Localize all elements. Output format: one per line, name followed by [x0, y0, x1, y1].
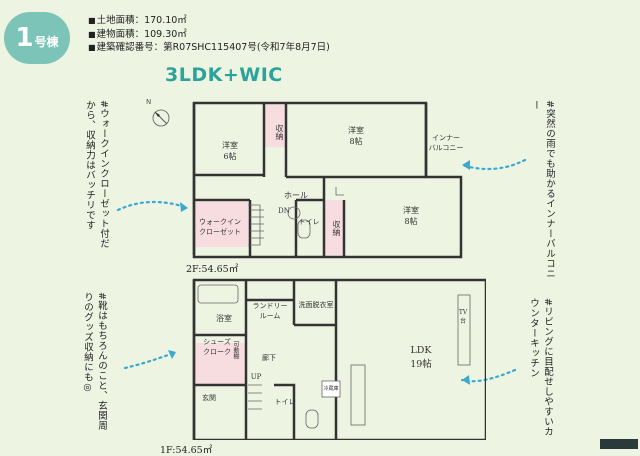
watermark-logo: [600, 439, 638, 449]
room-wic: ウォークイン クローゼット: [199, 218, 241, 236]
room-entrance: 玄関: [202, 394, 216, 402]
room-western-8-top: 洋室 8帖: [348, 126, 364, 146]
floor2-label: 2F:54.65㎡: [186, 264, 239, 275]
spec-list: 土地面積：170.10㎡ 建物面積：109.30㎡ 建築確認番号：第R07SHC…: [88, 14, 330, 55]
room-storage-b: 収納: [332, 220, 341, 236]
room-toilet-2f: トイレ: [298, 218, 320, 226]
arrow-to-shoe-closet: [123, 350, 178, 370]
note-shoe-closet: #靴はもちろんのこと、玄関周りのグッズ収納にも◎: [82, 292, 107, 431]
room-storage-a: 収納: [275, 124, 284, 140]
plan-title: 3LDK+WIC: [165, 64, 283, 86]
spec-confirmation-no: 建築確認番号：第R07SHC115407号(令和7年8月7日): [88, 41, 330, 55]
room-ldk: LDK 19帖: [410, 345, 432, 370]
badge-unit: 号棟: [34, 34, 59, 49]
floor1-label: 1F:54.65㎡: [160, 445, 213, 456]
fridge-label: 冷蔵庫: [323, 386, 339, 392]
spec-land-area: 土地面積：170.10㎡: [88, 14, 330, 28]
arrow-to-wic: [116, 200, 190, 212]
tv-stand: TV 台: [458, 309, 468, 325]
note-counter-kitchen: #リビングに目配せしやすいカウンターキッチン: [528, 298, 553, 437]
arrow-to-kitchen: [460, 368, 517, 383]
badge-number: 1: [15, 23, 34, 53]
room-western-8-right: 洋室 8帖: [403, 206, 419, 226]
room-inner-balcony: インナー バルコニー: [428, 134, 464, 152]
arrow-to-balcony: [460, 158, 527, 171]
room-hall: ホール: [284, 191, 308, 200]
spec-building-area: 建物面積：109.30㎡: [88, 28, 330, 42]
room-dn: DN: [278, 207, 290, 215]
note-inner-balcony: #突然の雨でも助かるインナーバルコニー: [530, 100, 555, 279]
room-western-6: 洋室 6帖: [222, 141, 238, 161]
room-shoe-closet: シューズ クローク: [203, 338, 231, 356]
room-hallway: 廊下: [262, 354, 276, 362]
stairs-up-label: UP: [250, 373, 262, 381]
floor-plan-lines: [192, 101, 486, 440]
room-storage-c: 可動棚: [232, 341, 239, 359]
building-number-badge: 1 号棟: [4, 12, 70, 64]
svg-text:N: N: [146, 98, 151, 106]
north-compass-icon: [152, 109, 170, 127]
note-wic: #ウォークインクローゼット付だから、収納力はバッチリです: [84, 100, 109, 249]
room-toilet-1f: トイレ: [274, 398, 296, 406]
room-bath: 浴室: [216, 314, 232, 323]
room-laundry: ランドリー ルーム: [252, 302, 288, 320]
floor-plan: 洋室 6帖 収納 洋室 8帖 インナー バルコニー ホール DN 洋室 8帖 収…: [160, 95, 486, 456]
room-dressing: 洗面脱衣室: [298, 301, 334, 309]
